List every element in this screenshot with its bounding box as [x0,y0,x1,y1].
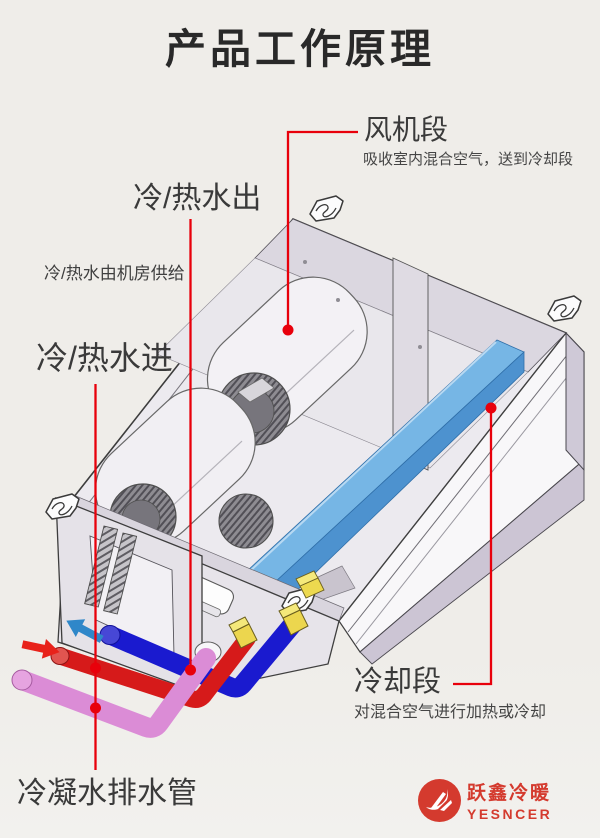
callout-line-cooling-section [453,408,493,686]
casing-lower-right [338,331,585,665]
hanger-bracket-right [547,295,582,322]
filter-strip-1 [84,525,119,608]
fan-motor-shaft [237,377,275,403]
callout-dot-cooling [485,402,497,414]
water-in-arrow-icon [21,639,60,659]
cooling-section-label: 冷却段 [354,666,442,698]
water-out-label: 冷/热水出 [133,182,262,215]
callout-dot-fan [282,324,294,336]
brand-text: 跃鑫冷暖 YESNCER [467,778,552,822]
water-inlet-fitting [228,616,258,649]
fan-section-label: 风机段 [364,114,449,145]
water-outlet-pipe-cap [99,625,121,645]
callout-dot-water-out [185,664,196,676]
red-circle-swoosh-icon [418,778,461,822]
brand-name-en: YESNCER [467,806,553,822]
drain-pipe-label: 冷凝水排水管 [17,777,197,810]
condensate-pipe-cap [11,669,33,691]
callout-dot-water-in [90,662,101,674]
water-in-label: 冷/热水进 [36,340,173,376]
fan-section-description: 吸收室内混合空气，送到冷却段 [363,151,574,168]
brand-logo: 跃鑫冷暖 YESNCER [418,778,552,822]
condensate-drain-pipe [12,648,216,738]
return-end-frame [55,497,203,695]
callout-dot-drain [90,702,101,714]
rim-fitting-block [295,570,325,599]
callout-dots [90,324,497,714]
page-title: 产品工作原理 [165,26,435,72]
water-outlet-pipe [100,614,303,698]
water-inlet-pipe [51,630,256,708]
callout-line-fan-section [286,130,358,330]
panel-screws [303,260,422,349]
air-out-arrow-icon [66,619,104,643]
water-outlet-fitting [278,602,309,636]
brand-name-cn: 跃鑫冷暖 [467,783,552,804]
cooling-section-description: 对混合空气进行加热或冷却 [354,704,547,721]
water-supply-note: 冷/热水由机房供给 [44,264,185,283]
hanger-bracket-top [309,195,344,222]
pipes [11,602,309,738]
casing-bottom-band [359,459,585,665]
cooling-coil-ridge [247,341,497,574]
flow-arrows [21,619,104,659]
fan-wheel-2-icon [218,493,274,549]
filter-strip-2 [103,532,138,615]
casing-right-end-face [565,331,585,472]
